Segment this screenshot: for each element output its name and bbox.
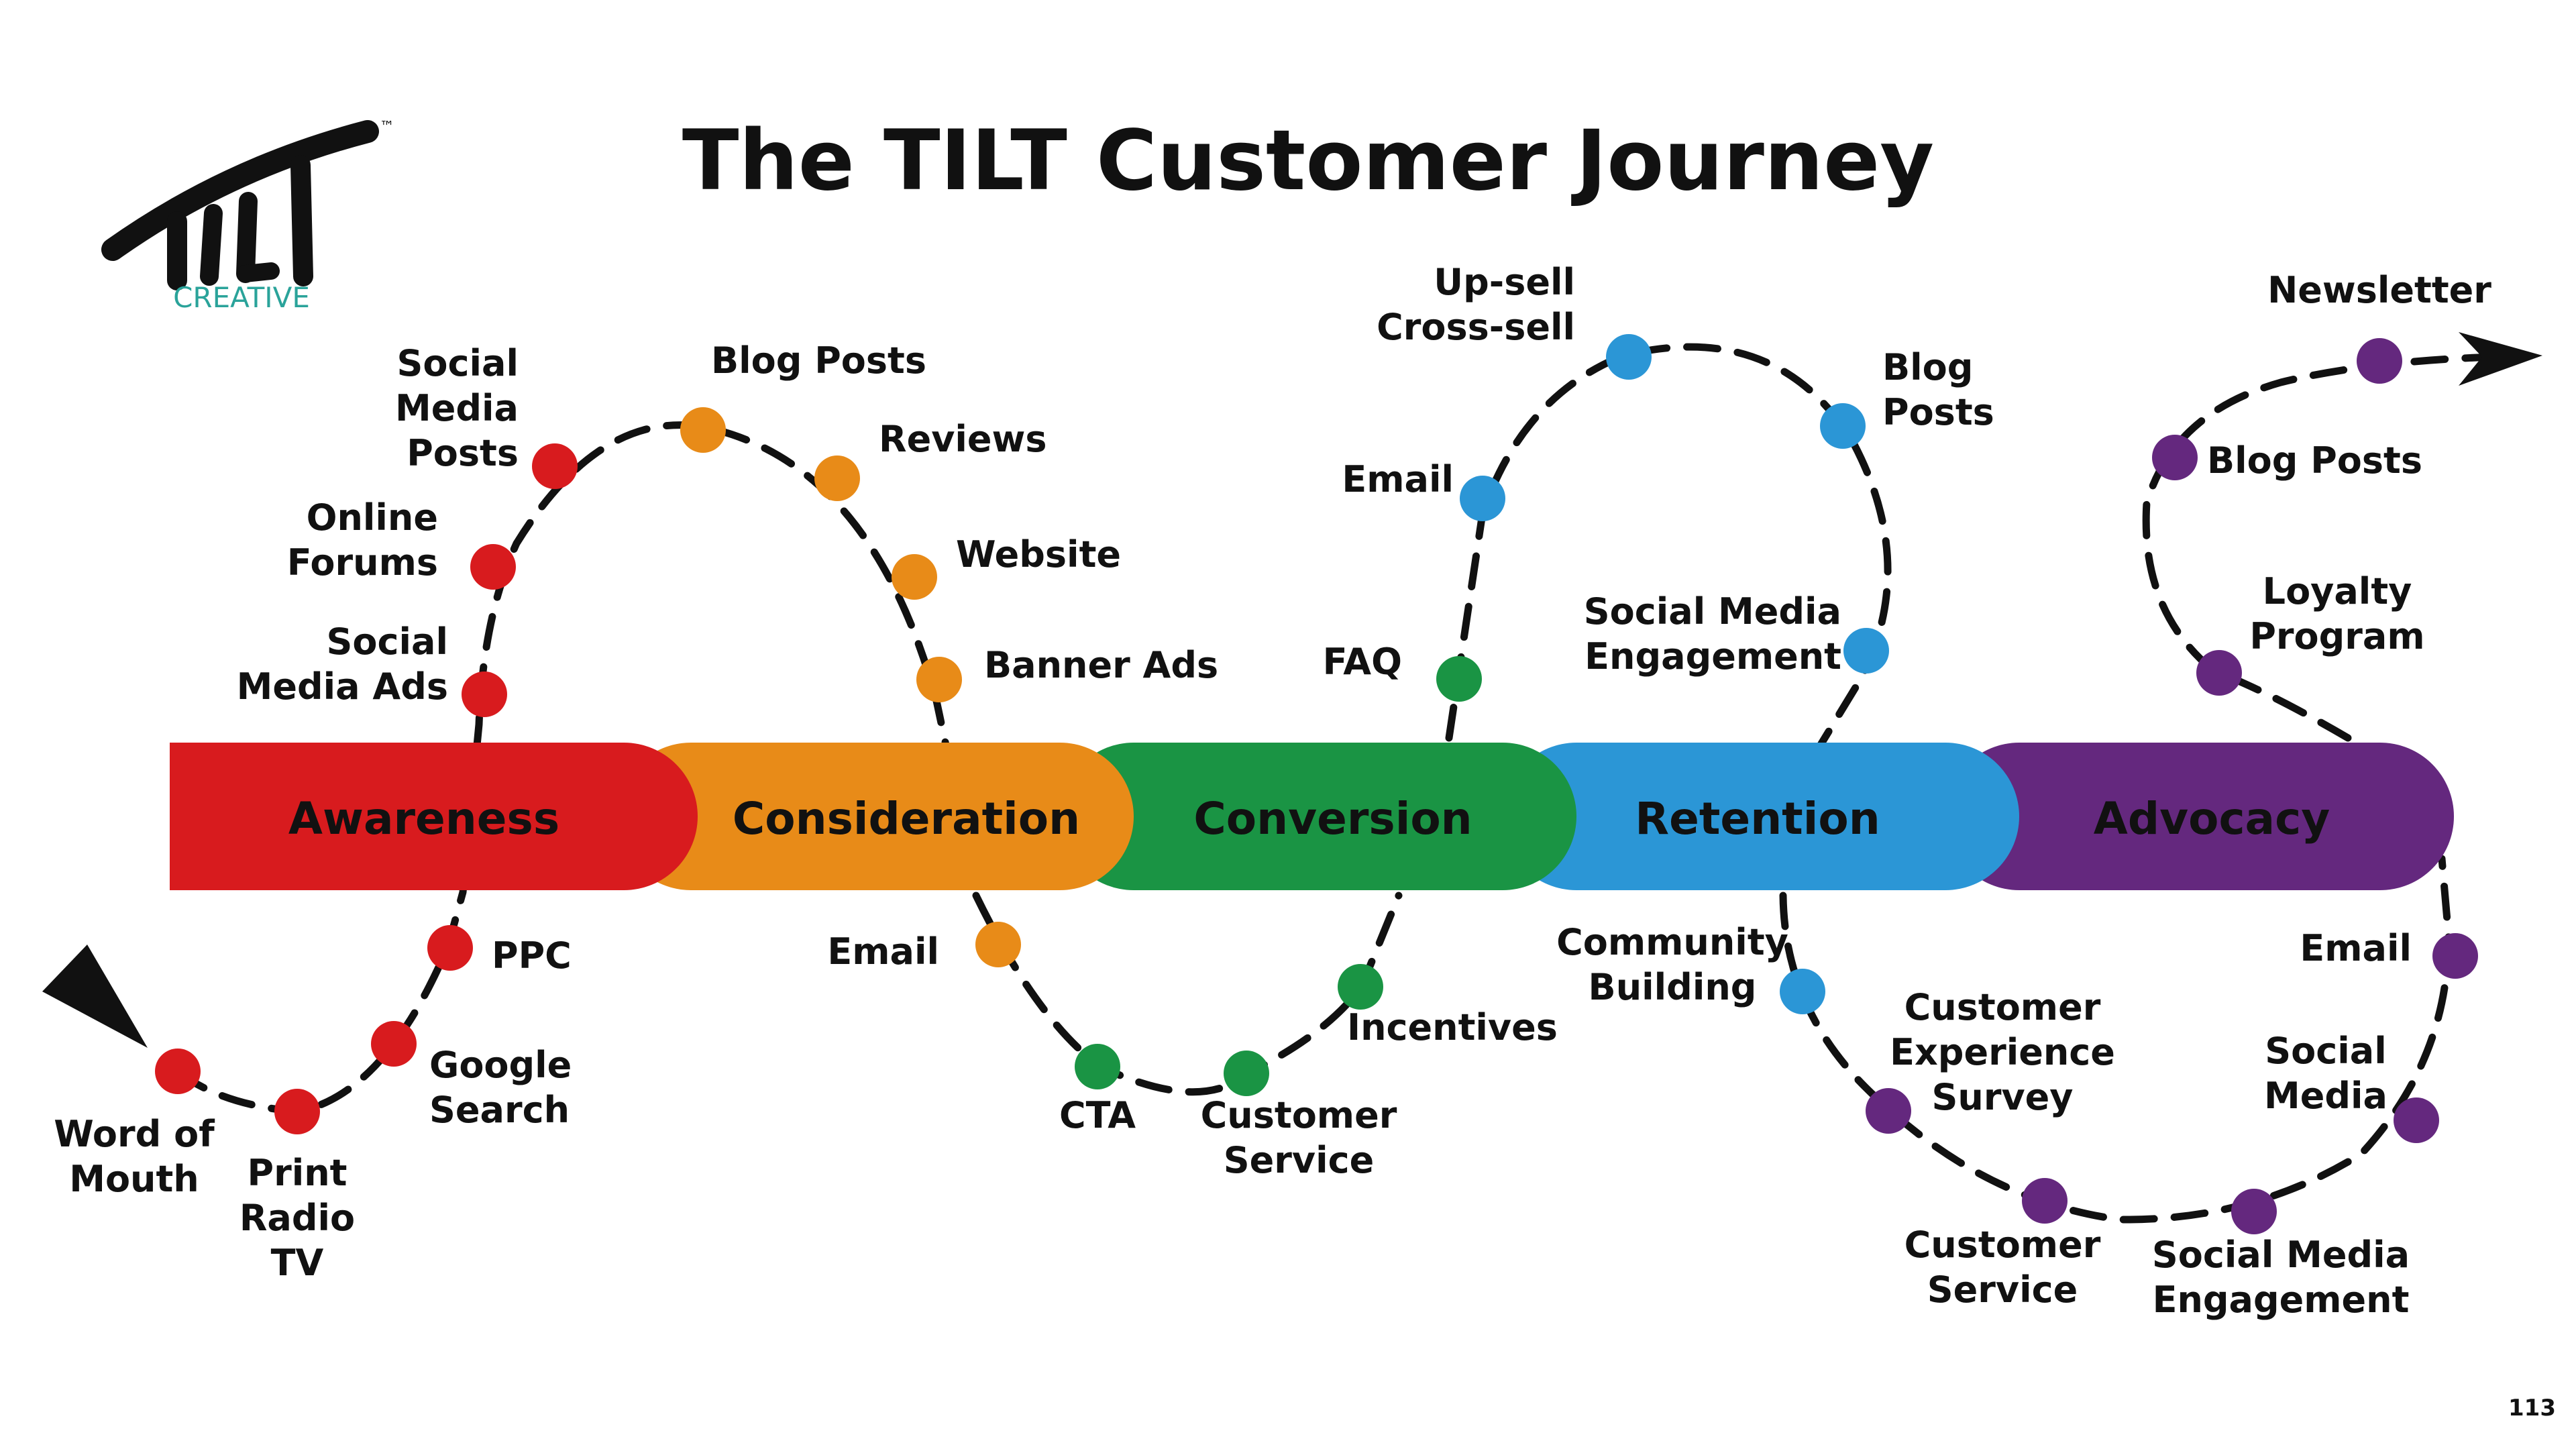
touchpoint-dot-website [892,554,937,600]
stage-label-advocacy: Advocacy [2094,793,2330,845]
stage-segment-retention [1503,743,2019,890]
touchpoint-label-faq: FAQ [1323,641,1402,683]
touchpoint-dot-faq [1436,656,1482,702]
touchpoint-dot-customer-service [1224,1051,1269,1096]
touchpoint-label-banner-ads: Banner Ads [984,644,1218,686]
touchpoint-dot-blog-posts [1820,403,1866,449]
touchpoint-dot-customer-experience-survey [1866,1088,1911,1134]
touchpoint-dot-email [1460,476,1505,521]
touchpoint-dot-cta [1075,1044,1120,1089]
touchpoint-label-incentives: Incentives [1347,1006,1558,1049]
stage-segment-advocacy [1945,743,2454,890]
journey-end-arrow [2459,332,2542,386]
stage-segment-consideration [617,743,1134,890]
touchpoint-label-cta: CTA [1059,1094,1136,1136]
touchpoint-dot-email [975,922,1021,967]
touchpoint-label-website: Website [956,533,1121,576]
touchpoint-dot-community-building [1780,969,1825,1014]
touchpoint-dot-word-of-mouth [155,1049,201,1094]
logo-tagline: CREATIVE [173,281,310,314]
logo-trademark: ™ [380,119,394,136]
touchpoint-dot-customer-service [2022,1178,2068,1224]
touchpoint-dot-social-media-posts [532,443,578,489]
touchpoint-dot-social-media [2394,1097,2439,1143]
touchpoint-label-email: Email [2300,927,2412,969]
journey-path-conversion [972,892,1403,1096]
journey-path-advocacy-lower [1779,855,2453,1224]
touchpoint-dot-incentives [1338,964,1383,1010]
touchpoint-label-email: Email [1342,458,1454,500]
touchpoint-dot-social-media-engagement [1843,628,1889,674]
journey-path-retention [1445,343,1892,755]
stage-band: Awareness Consideration Conversion Reten… [170,743,2454,890]
touchpoint-label-ppc: PPC [492,934,572,977]
stage-segment-conversion [1060,743,1576,890]
touchpoint-dot-banner-ads [916,657,962,702]
touchpoint-dot-social-media-engagement [2231,1189,2277,1234]
touchpoint-dot-loyalty-program [2196,650,2242,696]
tilt-creative-logo: CREATIVE ™ [101,119,394,314]
touchpoint-dot-reviews [814,455,860,501]
touchpoint-dot-blog-posts [2152,435,2198,480]
touchpoint-label-blog-posts: Blog Posts [711,339,926,382]
stage-label-conversion: Conversion [1193,793,1472,845]
touchpoint-dot-blog-posts [680,407,726,453]
touchpoint-dot-online-forums [470,544,516,590]
touchpoint-label-blog-posts: Blog Posts [2207,439,2422,482]
touchpoint-label-reviews: Reviews [879,418,1047,460]
touchpoint-dot-print-radio-tv [274,1089,320,1134]
touchpoint-dot-up-sell-cross-sell [1606,334,1652,380]
touchpoint-label-newsletter: Newsletter [2267,269,2491,311]
touchpoint-label-email: Email [827,930,939,973]
touchpoint-dot-google-search [371,1021,417,1067]
touchpoint-dot-ppc [427,925,473,971]
page-title: The TILT Customer Journey [682,113,1934,209]
stage-label-retention: Retention [1635,793,1880,845]
touchpoint-dot-social-media-ads [462,672,507,717]
page-number: 113 [2508,1395,2556,1421]
stage-segment-awareness [170,743,698,890]
touchpoint-dot-newsletter [2357,338,2402,384]
touchpoint-dot-email [2432,933,2478,979]
stage-label-consideration: Consideration [733,793,1080,845]
journey-start-arrow [42,945,148,1048]
stage-label-awareness: Awareness [288,793,559,845]
